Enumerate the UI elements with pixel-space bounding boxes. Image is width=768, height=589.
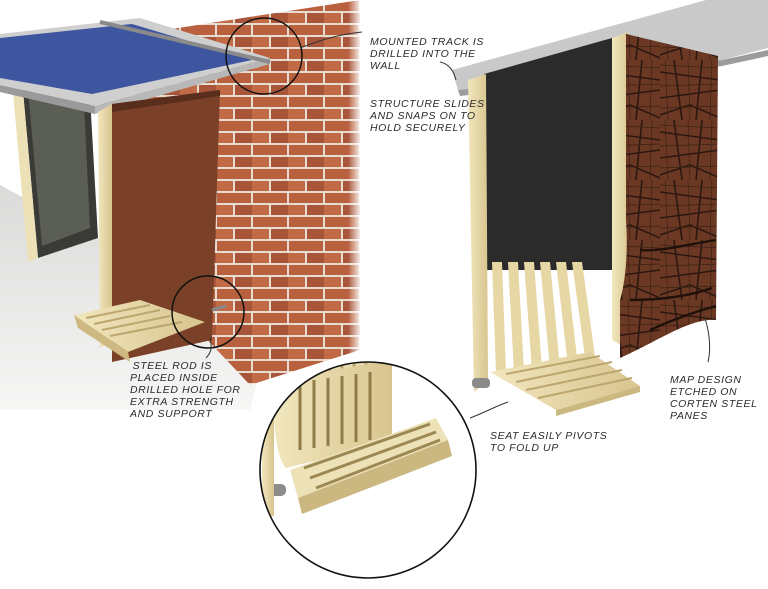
label-line: drilled into the (370, 48, 484, 60)
label-line: hold securely (370, 122, 485, 134)
label-line: Steel rod is (130, 360, 212, 372)
black-panel (484, 38, 612, 270)
label-map-design: Map design etched on corten steel panes (670, 374, 758, 422)
label-mounted-track: Mounted track is drilled into the wall (370, 36, 484, 72)
label-line: wall (370, 60, 484, 72)
label-line: extra strength (130, 396, 212, 408)
label-line: corten steel (670, 398, 758, 410)
label-line: Seat easily pivots (490, 430, 607, 442)
seat-pivot-detail (256, 350, 476, 578)
label-line: drilled hole for (130, 384, 212, 396)
label-line: placed inside (130, 372, 212, 384)
label-structure-slides: Structure slides and snaps on to hold se… (370, 98, 485, 134)
label-seat-pivots: Seat easily pivots to fold up (490, 430, 607, 454)
label-line: to fold up (490, 442, 607, 454)
label-steel-rod: Steel rod is placed inside drilled hole … (130, 360, 212, 420)
steel-rod (472, 378, 490, 388)
label-line: etched on (670, 386, 758, 398)
label-line: panes (670, 410, 758, 422)
label-line: Map design (670, 374, 758, 386)
standalone-scene (452, 0, 768, 416)
label-line: and support (130, 408, 212, 420)
wall-mounted-scene (0, 0, 360, 410)
label-line: Mounted track is (370, 36, 484, 48)
label-line: Structure slides (370, 98, 485, 110)
label-line: and snaps on to (370, 110, 485, 122)
